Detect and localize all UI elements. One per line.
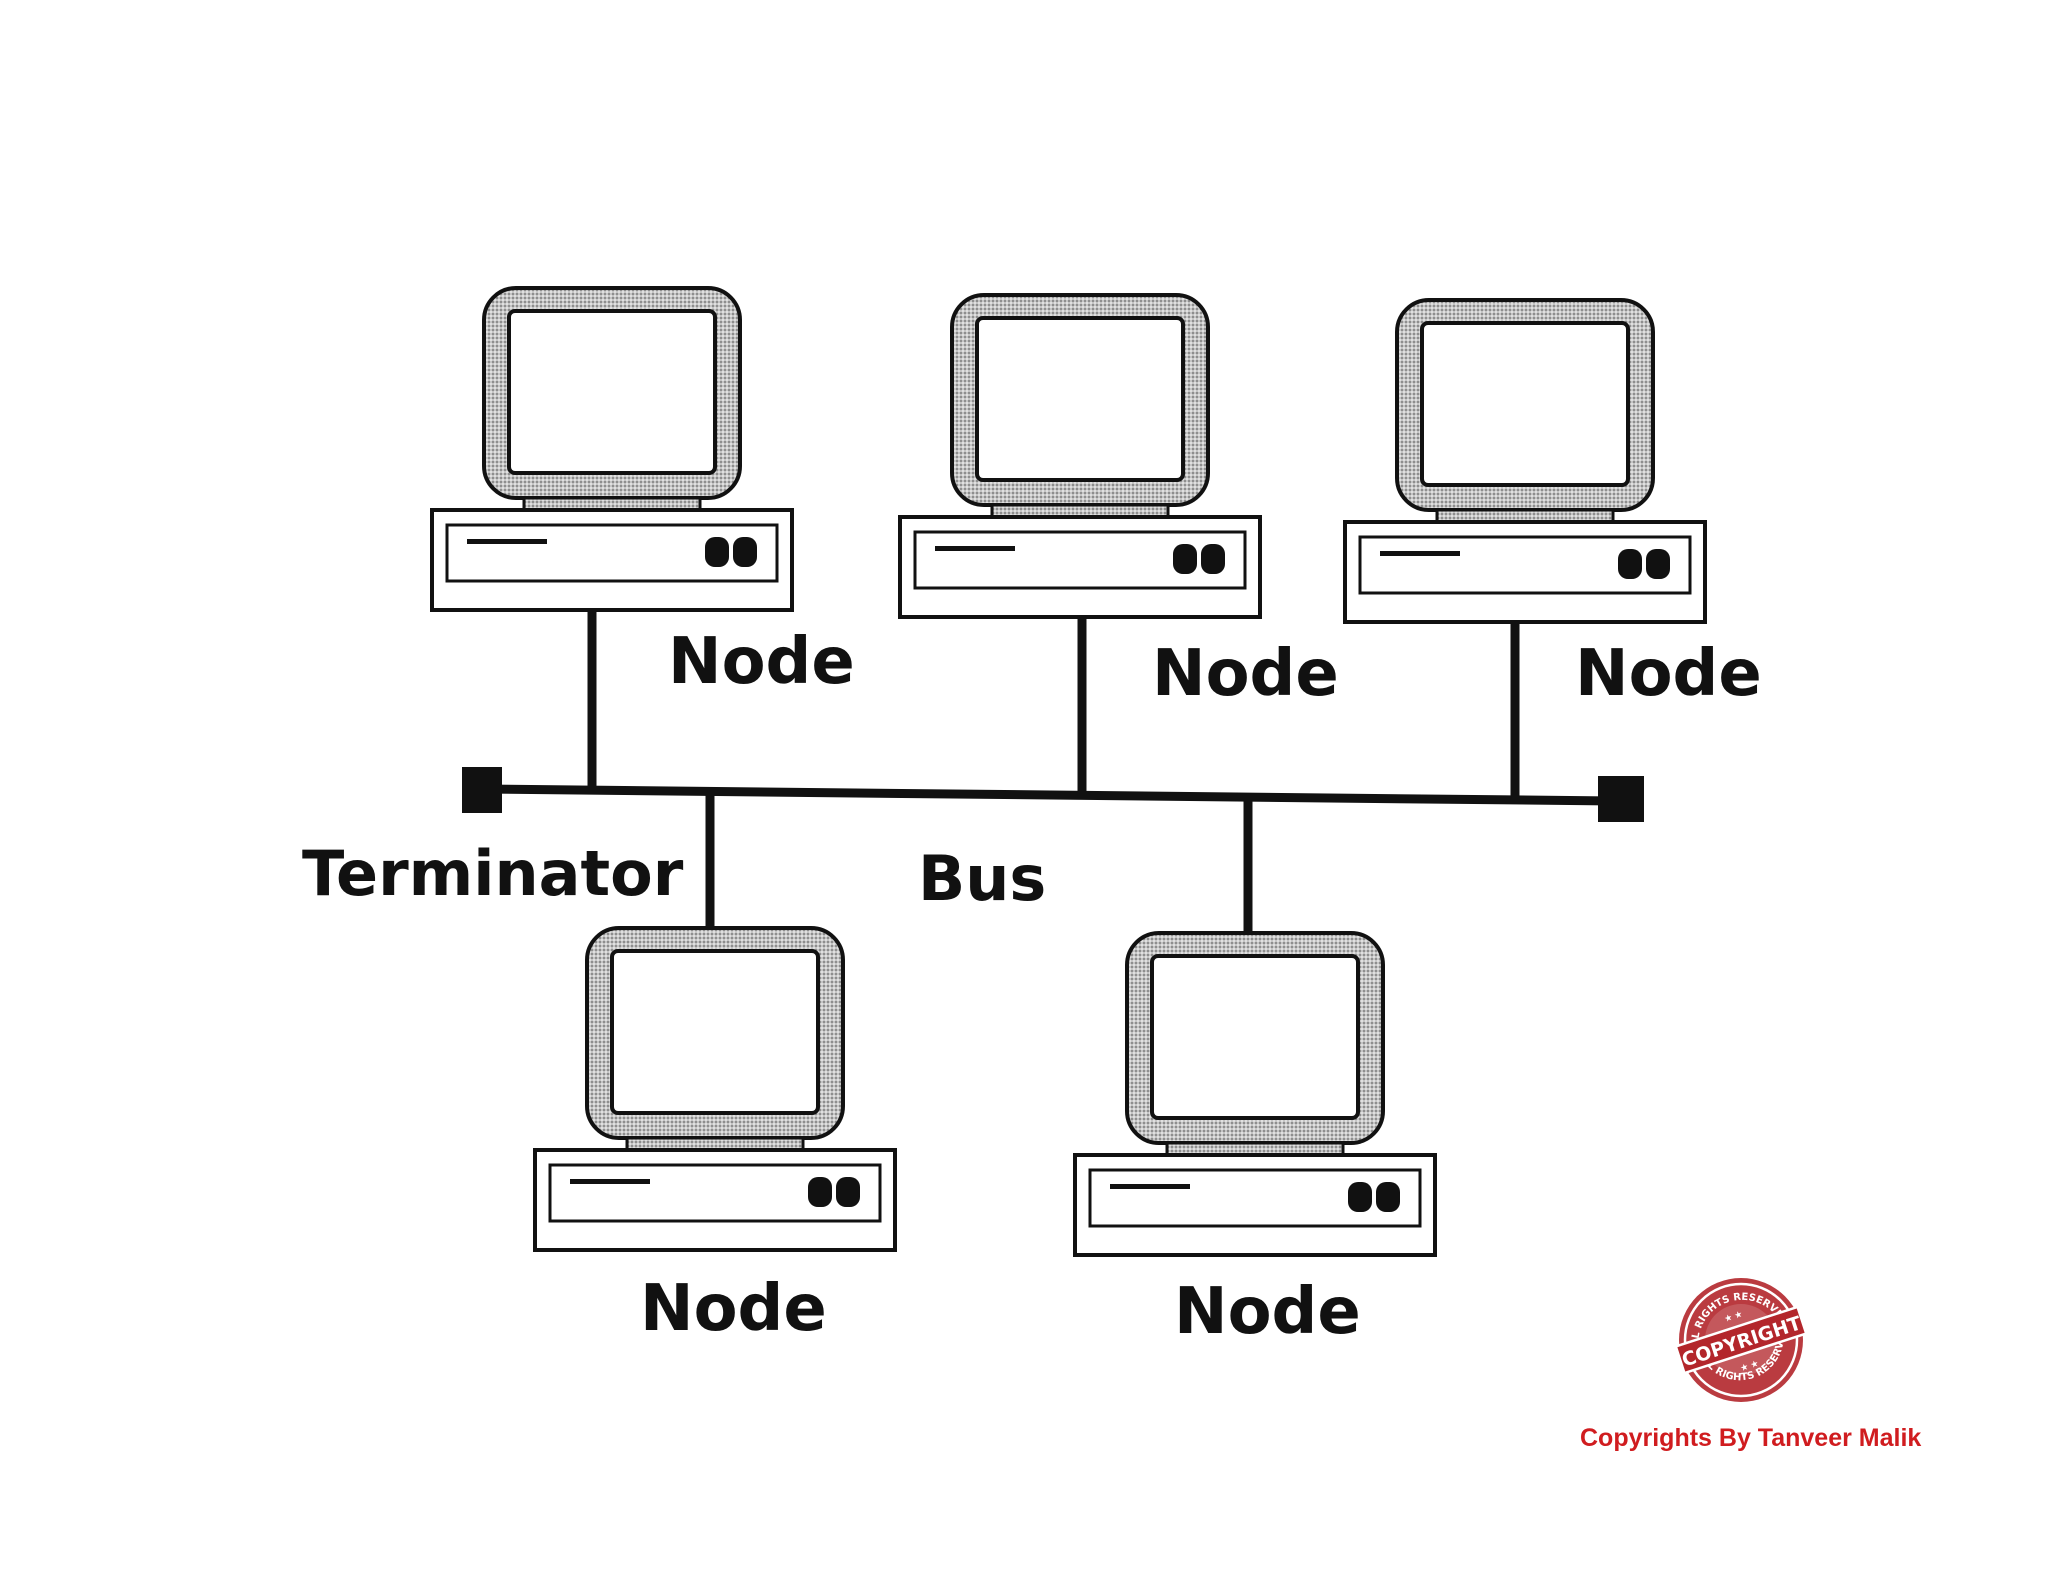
bus-line	[479, 784, 1616, 806]
copyright-credit: Copyrights By Tanveer Malik	[1580, 1424, 1922, 1452]
computer-icon-top-center	[898, 293, 1262, 619]
computer-icon-bottom-right	[1073, 931, 1437, 1257]
computer-icon-top-right	[1343, 298, 1707, 624]
computer-icon-bottom-left	[533, 926, 897, 1252]
node-label-top-left: Node	[668, 625, 855, 699]
terminator-left	[462, 767, 502, 813]
node-label-bottom-right: Node	[1174, 1275, 1361, 1349]
copyright-stamp: ALL RIGHTS RESERVED ALL RIGHTS RESERVED …	[1674, 1278, 1808, 1402]
terminator-label: Terminator	[302, 837, 684, 910]
computer-icon-top-left	[430, 286, 794, 612]
terminator-right	[1598, 776, 1644, 822]
node-label-top-right: Node	[1575, 637, 1762, 711]
node-label-bottom-left: Node	[640, 1272, 827, 1346]
node-label-top-center: Node	[1152, 637, 1339, 711]
bus-label: Bus	[918, 842, 1046, 915]
